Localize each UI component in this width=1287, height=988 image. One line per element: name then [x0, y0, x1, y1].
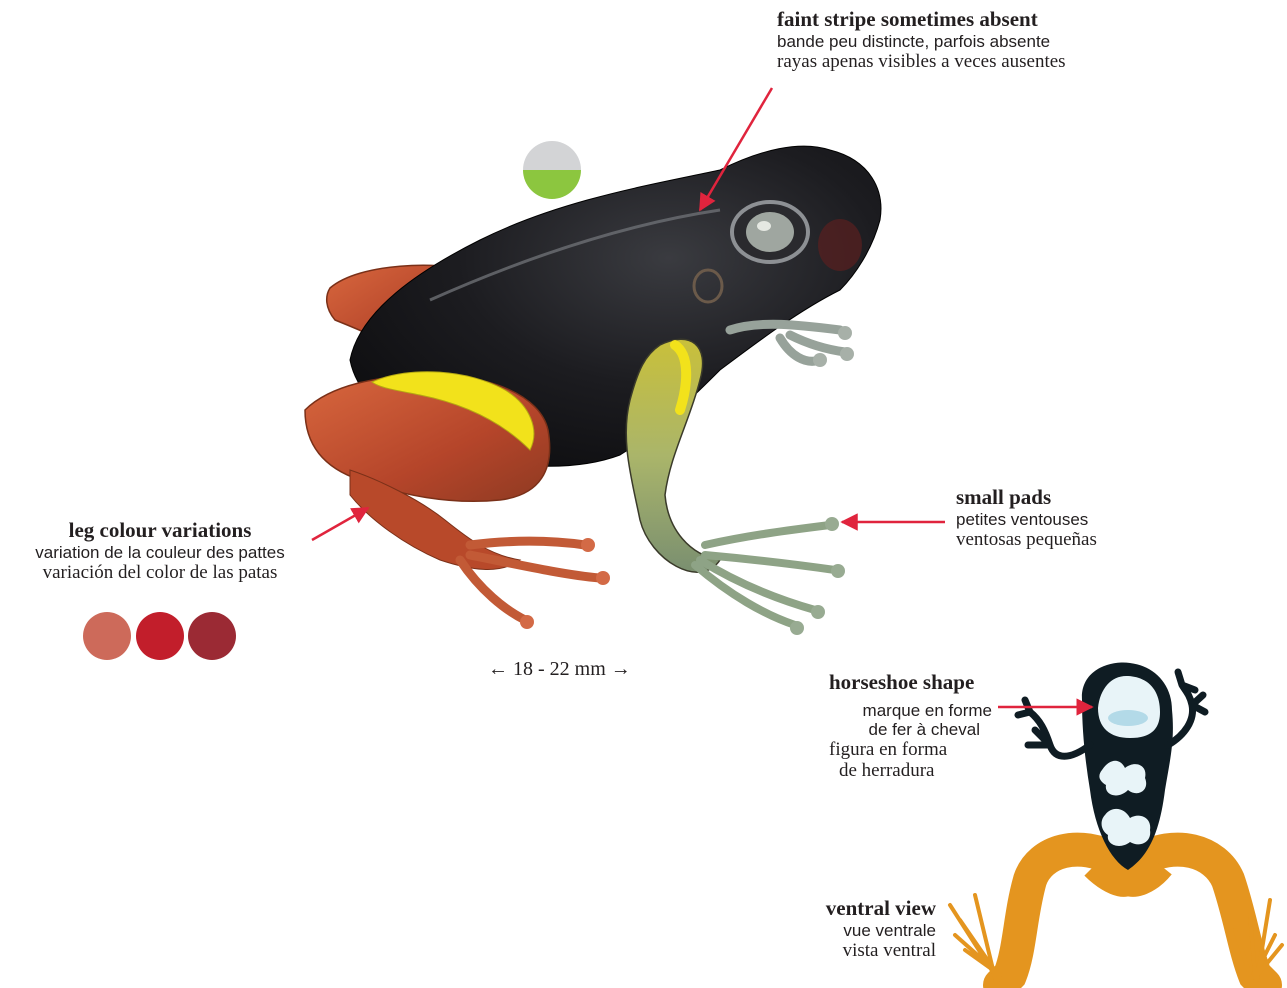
leg-color-swatch	[83, 612, 131, 660]
leg-color-swatch	[188, 612, 236, 660]
frog-eye-iris	[746, 212, 794, 252]
leg-color-swatch	[136, 612, 184, 660]
ventral-label-es: vista ventral	[770, 940, 936, 961]
leg-label-fr: variation de la couleur des pattes	[0, 543, 320, 562]
frog-toe-pad	[790, 621, 804, 635]
stripe-label-es: rayas apenas visibles a veces ausentes	[777, 51, 1066, 72]
ventral-label-fr: vue ventrale	[770, 921, 936, 940]
pads-label-es: ventosas pequeñas	[956, 529, 1097, 550]
frog-toe-pad	[581, 538, 595, 552]
ventral-foot-left	[950, 895, 1000, 982]
frog-hind-toes	[460, 541, 600, 620]
frog-toe-pad	[838, 326, 852, 340]
leg-arrow	[312, 508, 368, 540]
horseshoe-label-es-2: de herradura	[829, 760, 992, 781]
leg-label: leg colour variations variation de la co…	[0, 519, 320, 583]
frog-toe-pad	[825, 517, 839, 531]
pads-label-en: small pads	[956, 486, 1097, 510]
horseshoe-label: horseshoe shape marque en forme de fer à…	[829, 671, 992, 781]
frog-toe-pad	[520, 615, 534, 629]
frog-toe-pad	[813, 353, 827, 367]
size-range-label: ← 18 - 22 mm →	[488, 658, 631, 681]
horseshoe-label-es-1: figura en forma	[829, 739, 992, 760]
pads-label-fr: petites ventouses	[956, 510, 1097, 529]
stripe-label-en: faint stripe sometimes absent	[777, 8, 1066, 32]
frog-lateral-view	[305, 146, 881, 635]
horseshoe-label-en: horseshoe shape	[829, 671, 992, 695]
ventral-label: ventral view vue ventrale vista ventral	[770, 897, 936, 961]
ventral-arm-right	[1168, 672, 1205, 745]
frog-eye-highlight	[757, 221, 771, 231]
horseshoe-label-fr-2: de fer à cheval	[829, 720, 980, 739]
pads-label: small pads petites ventouses ventosas pe…	[956, 486, 1097, 550]
leg-label-es: variación del color de las patas	[0, 562, 320, 583]
frog-toe-pad	[831, 564, 845, 578]
stripe-color-swatch	[523, 141, 581, 199]
leg-label-en: leg colour variations	[0, 519, 320, 543]
frog-cheek	[818, 219, 862, 271]
stripe-label-fr: bande peu distincte, parfois absente	[777, 32, 1066, 51]
frog-toe-pad	[840, 347, 854, 361]
ventral-arm-left	[1018, 700, 1090, 756]
frog-toe-pad	[811, 605, 825, 619]
frog-ventral-view	[950, 662, 1282, 985]
horseshoe-label-fr-1: marque en forme	[829, 701, 992, 720]
stripe-label: faint stripe sometimes absent bande peu …	[777, 8, 1066, 72]
ventral-label-en: ventral view	[770, 897, 936, 921]
ventral-horseshoe-shade	[1108, 710, 1148, 726]
frog-toe-pad	[596, 571, 610, 585]
